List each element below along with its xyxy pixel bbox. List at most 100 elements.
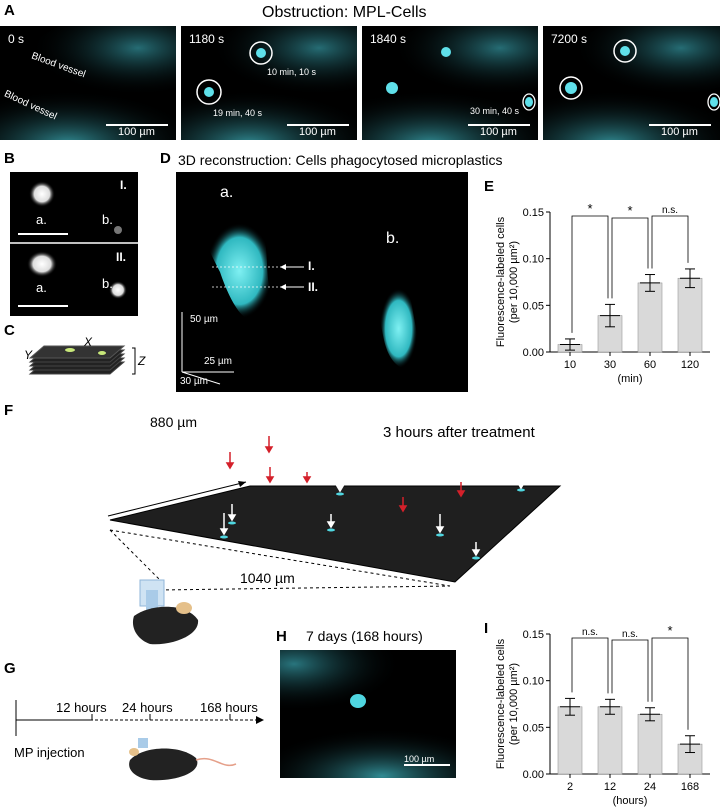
significance-label: * [627,203,632,218]
y-tick-label: 0.00 [523,347,544,359]
frame-1180s: 1180 s 10 min, 10 s 19 min, 40 s 100 µm [181,26,357,140]
dim-1040: 1040 µm [240,570,295,586]
y-tick-label: 0.00 [523,769,544,781]
panel-i-letter: I [484,620,489,637]
frame-time: 1180 s [189,32,225,46]
y-axis-label: Fluorescence-labeled cells [495,638,507,769]
frame-0s: 0 s Blood vessel Blood vessel 100 µm [0,26,176,140]
frame-7200s: 7200 s 100 µm [543,26,720,140]
panel-d-letter: D [160,150,171,167]
cell-label-b: b. [102,276,113,291]
bar [597,706,623,775]
x-tick-label: 120 [681,359,699,371]
scale-bar-label: 100 µm [118,126,155,138]
panel-f-title: 3 hours after treatment [383,424,535,441]
x-tick-label: 12 [604,781,616,793]
time-annotation: 30 min, 40 s [470,106,520,116]
significance-label: n.s. [622,629,638,640]
stack-diagram [28,345,136,375]
y-tick-label: 0.15 [523,629,544,641]
timeline-168h: 168 hours [200,700,258,715]
scale-bar-label: 100 µm [480,126,517,138]
significance-label: * [667,624,672,638]
axis-y: Y [24,348,33,362]
section-label: I. [308,259,315,273]
panel-e-letter: E [484,178,495,195]
timeline [15,700,264,781]
y-axis-label: (per 10,000 µm²) [508,663,520,745]
panel-a-title: Obstruction: MPL-Cells [262,4,427,21]
axis-x: X [84,335,93,349]
significance-bracket [651,215,689,269]
frame-time: 1840 s [370,32,407,46]
panel-f-letter: F [4,402,14,419]
panel-h-image: 100 µm [280,650,456,778]
vessel-texture [0,26,176,140]
cell-label-b: b. [386,230,400,247]
panel-c-letter: C [4,322,15,339]
x-tick-label: 60 [644,359,656,371]
timeline-12h: 12 hours [56,700,107,715]
panel-b-letter: B [4,150,15,167]
significance-bracket [611,217,649,299]
scale-bar [106,124,168,126]
panel-d-title: 3D reconstruction: Cells phagocytosed mi… [178,152,503,168]
bar [637,713,663,775]
cell-images [10,181,138,307]
timeline-24h: 24 hours [122,700,173,715]
scale-bar [649,124,711,126]
frame-1840s: 1840 s 30 min, 40 s 100 µm [362,26,538,140]
scale-label: 30 µm [180,376,208,387]
vessel-texture [181,26,357,140]
scale-label: 25 µm [204,356,232,367]
frame-time: 7200 s [551,32,588,46]
scale-bar [468,124,530,126]
panel-d-image: a. b. I. II. 50 µm 25 µm 30 µm [176,172,468,392]
panel-g-letter: G [4,660,16,677]
bar [637,282,663,353]
x-axis-label: (min) [617,373,642,385]
time-annotation: 19 min, 40 s [213,108,263,118]
x-tick-label: 2 [567,781,573,793]
panel-h-letter: H [276,628,287,645]
significance-bracket [651,637,689,730]
bar [557,706,583,775]
x-tick-label: 30 [604,359,616,371]
frame-time: 0 s [8,32,25,46]
y-tick-label: 0.10 [523,676,544,688]
x-axis-label: (hours) [613,795,648,807]
significance-bracket [571,215,609,333]
significance-bracket [611,639,649,702]
cell-label-b: b. [102,212,113,227]
timeline-start: MP injection [14,745,85,760]
scale-bar-label: 100 µm [299,126,336,138]
significance-label: * [587,201,592,216]
y-tick-label: 0.15 [523,207,544,219]
cell-label-a: a. [36,280,47,295]
section-label: II. [308,280,319,294]
scale-label: 50 µm [190,314,218,325]
scale-bar [404,764,450,766]
roman-label: I. [120,178,127,192]
dim-880: 880 µm [150,414,197,430]
obstructed-label: Cell obstructed [290,457,377,472]
y-tick-label: 0.05 [523,722,544,734]
axis-z: Z [138,354,146,368]
significance-label: n.s. [662,205,678,216]
cell-label-a: a. [36,212,47,227]
significance-bracket [571,637,609,694]
y-tick-label: 0.05 [523,300,544,312]
significance-label: n.s. [582,627,598,638]
y-tick-label: 0.10 [523,254,544,266]
scale-bar [287,124,349,126]
3d-reconstruction [181,223,418,385]
x-tick-label: 24 [644,781,656,793]
time-annotation: 10 min, 10 s [267,67,317,77]
cell-label-a: a. [220,184,234,201]
mouse-icon [129,738,237,781]
y-axis-label: (per 10,000 µm²) [508,241,520,323]
roman-label: II. [116,250,127,264]
bar [677,277,703,353]
